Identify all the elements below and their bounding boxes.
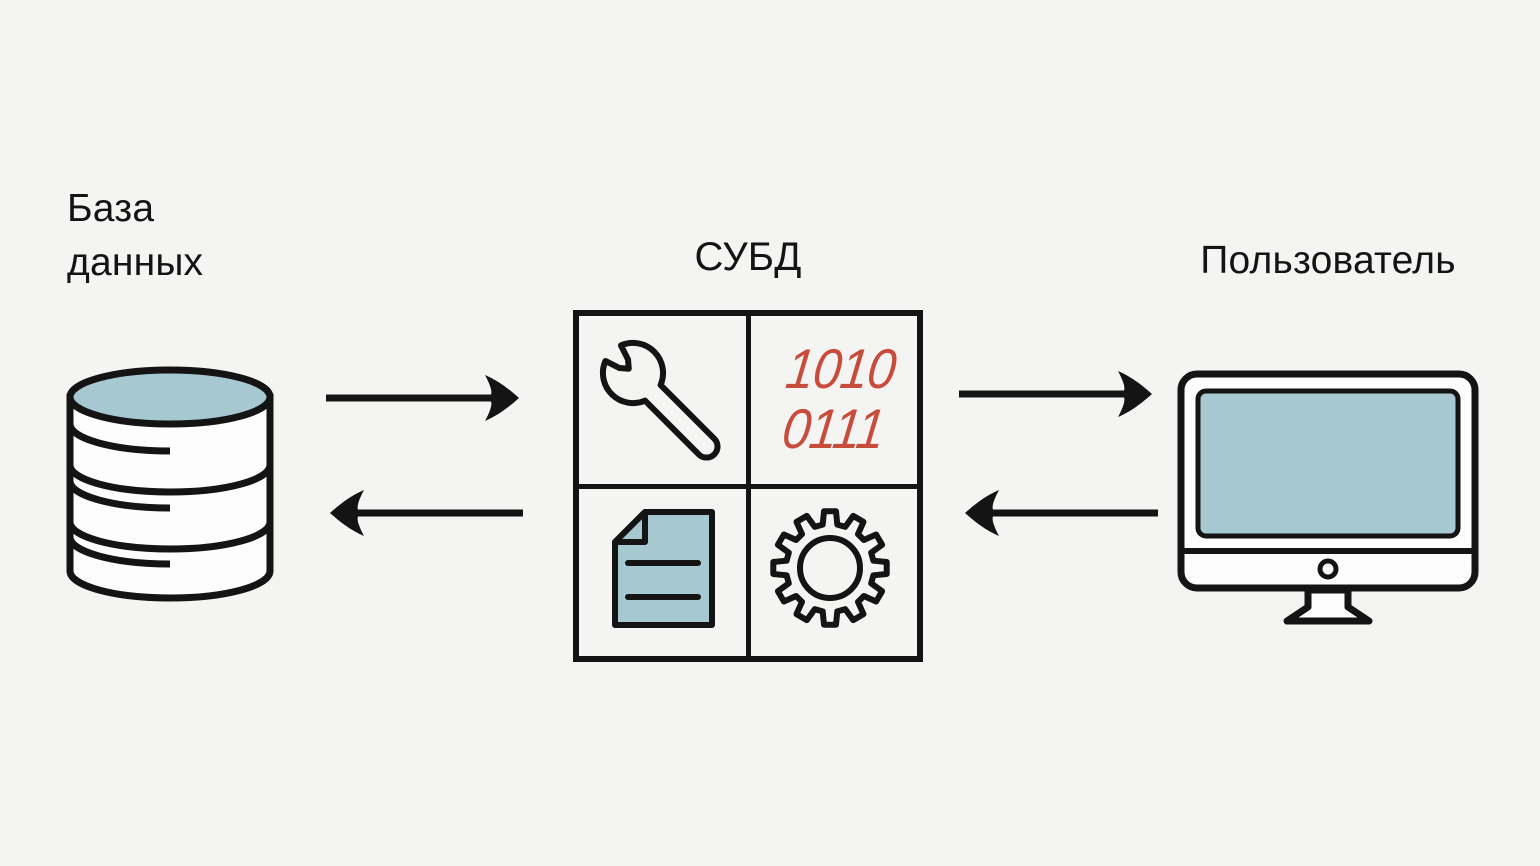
database-top-disk <box>66 366 274 428</box>
document-folded-corner <box>612 509 648 545</box>
database-label-line2: данных <box>67 241 204 284</box>
arrow-database-to-dbms <box>326 375 519 421</box>
dbms-box-horizontal-divider <box>579 483 917 489</box>
gear-hole <box>797 535 863 601</box>
database-label: База данных <box>67 182 203 290</box>
document-icon <box>612 509 715 628</box>
arrow-dbms-to-user <box>959 371 1152 417</box>
database-label-line1: База <box>67 187 155 230</box>
gear-icon <box>770 508 890 628</box>
dbms-box <box>573 310 923 662</box>
monitor-stand <box>1283 586 1373 625</box>
user-label: Пользователь <box>1200 239 1456 282</box>
wrench-icon <box>599 339 721 461</box>
binary-code-text: 1010 0111 <box>751 318 924 480</box>
computer-monitor-icon <box>1177 370 1479 625</box>
binary-line2: 0111 <box>778 397 888 460</box>
monitor-button-dot <box>1317 558 1339 580</box>
binary-line1: 1010 <box>782 337 899 400</box>
arrow-dbms-to-database <box>330 490 523 536</box>
arrow-user-to-dbms <box>965 490 1158 536</box>
dbms-label: СУБД <box>694 235 802 279</box>
monitor-screen <box>1195 388 1461 539</box>
database-cylinder-icon <box>66 366 274 602</box>
